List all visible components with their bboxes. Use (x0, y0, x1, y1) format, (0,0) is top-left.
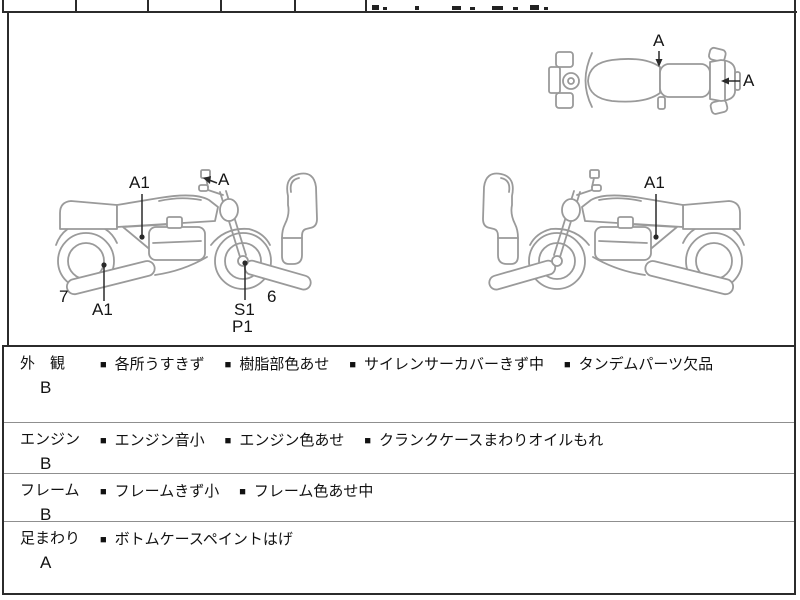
label-topview-rear: A (743, 71, 755, 90)
clipped-text-fragment (372, 5, 379, 10)
condition-notes: ■ エンジン音小 ■ エンジン色あせ ■ クランクケースまわりオイルもれ (100, 428, 794, 473)
condition-grade: A (40, 553, 52, 572)
clipped-text-fragment (492, 6, 503, 10)
column-divider (75, 0, 77, 11)
note-text: クランクケースまわりオイルもれ (379, 432, 604, 449)
bullet-icon: ■ (100, 359, 107, 371)
condition-category: 足まわり (20, 530, 81, 547)
clipped-text-fragment (544, 7, 548, 10)
condition-table: 外 観 B ■ 各所うすきず ■ 樹脂部色あせ ■ サイレンサーカバーきず中 ■ タンデムパーツ欠… (2, 345, 796, 595)
note-text: 各所うすきず (114, 356, 205, 373)
condition-category: 外 観 (20, 355, 66, 372)
label-right-frame: A1 (644, 173, 665, 192)
condition-note: ■ 樹脂部色あせ (225, 353, 330, 374)
motorcycle-side-view-left (55, 169, 318, 297)
condition-notes: ■ ボトムケースペイントはげ (100, 527, 794, 593)
condition-row: フレーム B ■ フレームきず小 ■ フレーム色あせ中 (4, 474, 794, 524)
condition-row-header: 外 観 B (4, 352, 100, 422)
condition-grade: B (40, 505, 52, 524)
condition-note: ■ ボトムケースペイントはげ (100, 528, 293, 549)
sheet-left-border (7, 13, 9, 345)
condition-row-header: エンジン B (4, 428, 100, 473)
condition-row-header: フレーム B (4, 479, 100, 524)
condition-grade: B (40, 454, 52, 473)
column-divider (220, 0, 222, 11)
bullet-icon: ■ (364, 435, 371, 447)
condition-note: ■ フレーム色あせ中 (239, 480, 373, 501)
condition-category: フレーム (20, 482, 80, 499)
column-divider (294, 0, 296, 11)
bullet-icon: ■ (100, 435, 107, 447)
clipped-text-fragment (513, 7, 518, 10)
sheet-right-border (794, 0, 796, 345)
note-text: エンジン色あせ (239, 432, 345, 449)
note-text: ボトムケースペイントはげ (114, 531, 293, 548)
label-left-mirror: A (218, 170, 230, 189)
condition-note: ■ エンジン色あせ (225, 429, 345, 450)
condition-row-header: 足まわり A (4, 527, 100, 593)
condition-row: 外 観 B ■ 各所うすきず ■ 樹脂部色あせ ■ サイレンサーカバーきず中 ■ タンデムパーツ欠… (4, 347, 794, 423)
note-text: フレームきず小 (114, 483, 220, 500)
condition-row: エンジン B ■ エンジン音小 ■ エンジン色あせ ■ クランクケースまわりオイルもれ (4, 423, 794, 474)
label-topview-seat: A (653, 31, 665, 50)
clipped-text-fragment (452, 6, 461, 10)
condition-notes: ■ フレームきず小 ■ フレーム色あせ中 (100, 479, 794, 521)
label-number-7: 7 (59, 287, 69, 306)
condition-grade: B (40, 378, 52, 397)
damage-diagram: A1 A 7 A1 S1 P1 6 A1 A A (55, 31, 755, 336)
motorcycle-top-view (548, 46, 741, 115)
note-text: 樹脂部色あせ (239, 356, 330, 373)
column-divider (147, 0, 149, 11)
note-text: タンデムパーツ欠品 (578, 356, 714, 373)
motorcycle-side-view-right (482, 169, 745, 297)
label-number-6: 6 (267, 287, 277, 306)
label-left-exhaust: A1 (92, 300, 113, 319)
condition-category: エンジン (20, 431, 81, 448)
clipped-text-fragment (383, 7, 387, 10)
annotation-lines (101, 51, 740, 301)
note-text: サイレンサーカバーきず中 (364, 356, 545, 373)
condition-note: ■ クランクケースまわりオイルもれ (364, 429, 603, 450)
bullet-icon: ■ (349, 359, 356, 371)
note-text: フレーム色あせ中 (253, 483, 374, 500)
condition-row: 足まわり A ■ ボトムケースペイントはげ (4, 522, 794, 593)
bullet-icon: ■ (564, 359, 571, 371)
bullet-icon: ■ (224, 435, 232, 447)
condition-note: ■ タンデムパーツ欠品 (564, 353, 713, 374)
clipped-text-fragment (415, 6, 419, 10)
diagram-canvas (55, 46, 745, 301)
clipped-text-fragment (530, 5, 539, 10)
column-divider (365, 0, 367, 11)
clipped-text-fragment (470, 7, 475, 10)
condition-note: ■ フレームきず小 (100, 480, 219, 501)
condition-note: ■ サイレンサーカバーきず中 (349, 353, 544, 374)
bullet-icon: ■ (224, 359, 232, 371)
label-left-tank: A1 (129, 173, 150, 192)
condition-table-rows: 外 観 B ■ 各所うすきず ■ 樹脂部色あせ ■ サイレンサーカバーきず中 ■ タンデムパーツ欠… (4, 347, 794, 593)
condition-notes: ■ 各所うすきず ■ 樹脂部色あせ ■ サイレンサーカバーきず中 ■ タンデムパーツ欠品 (100, 352, 794, 422)
clipped-header-row (2, 0, 797, 13)
label-p1: P1 (232, 317, 253, 336)
bullet-icon: ■ (100, 486, 107, 498)
condition-note: ■ 各所うすきず (100, 353, 205, 374)
note-text: エンジン音小 (114, 432, 205, 449)
bullet-icon: ■ (239, 486, 246, 498)
label-s1: S1 (234, 300, 255, 319)
bullet-icon: ■ (100, 534, 107, 546)
condition-note: ■ エンジン音小 (100, 429, 205, 450)
